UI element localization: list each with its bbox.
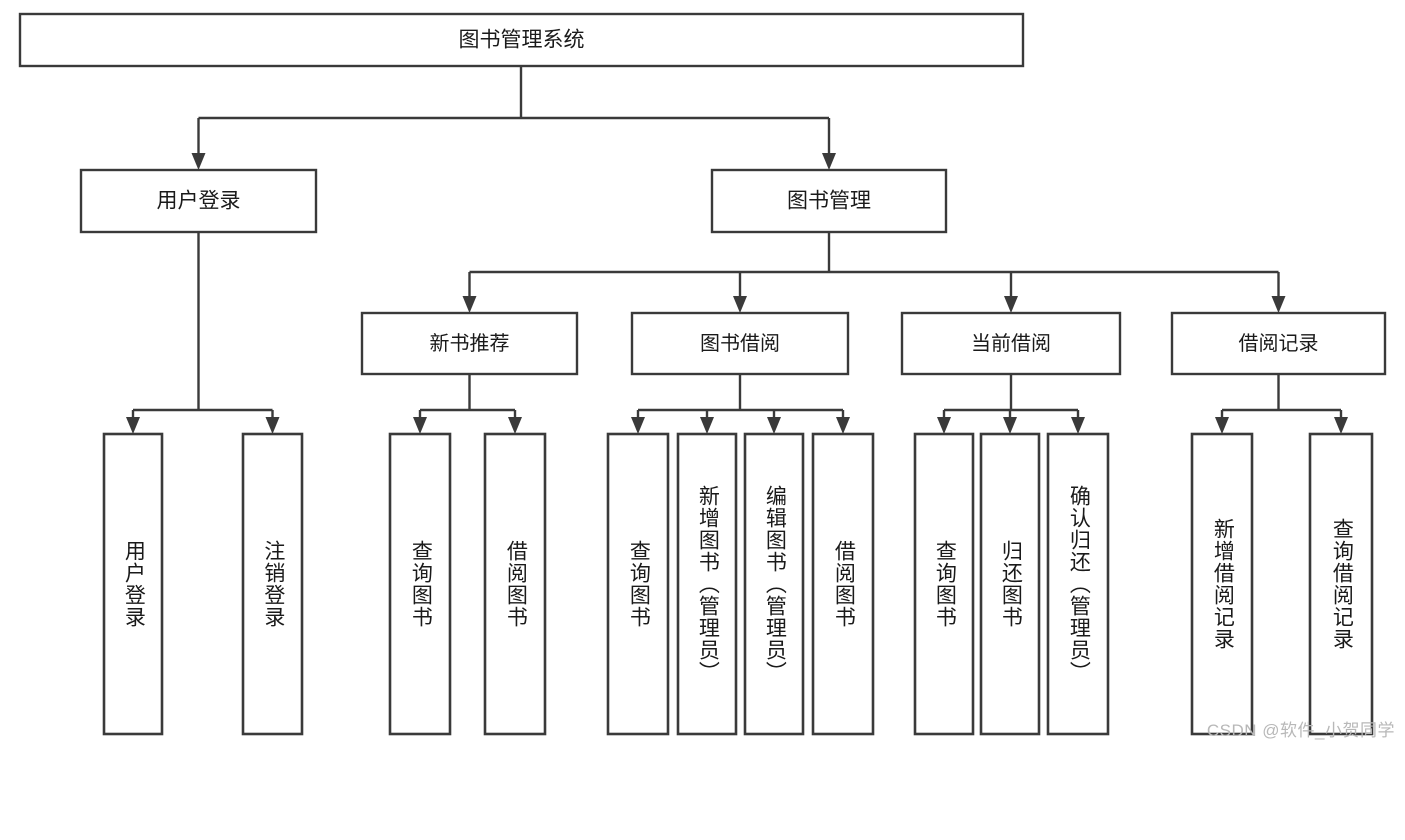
node-box[interactable] (979, 432, 1041, 736)
node-box[interactable] (743, 432, 805, 736)
leafgroup-0-arrow-1-arrowhead (265, 417, 280, 434)
edges-layer (126, 66, 1348, 434)
node-label: 新书推荐 (430, 332, 510, 355)
leafgroup-3-arrow-2-arrowhead (1071, 417, 1085, 434)
node-box[interactable] (388, 432, 452, 736)
node-label: 借阅记录 (1239, 332, 1319, 355)
leafgroup-2-arrow-3-arrowhead (836, 417, 850, 434)
leafgroup-2-arrow-0-arrowhead (631, 417, 645, 434)
node-box[interactable] (79, 168, 318, 234)
node-level2-1[interactable]: 图书管理 (710, 168, 948, 234)
node-label: 图书管理系统 (459, 29, 585, 52)
mgr-to-l3-0-arrowhead (462, 296, 477, 313)
node-level3-2[interactable]: 当前借阅 (900, 311, 1122, 376)
node-leaf-3[interactable] (483, 432, 547, 736)
node-box[interactable] (1046, 432, 1110, 736)
node-level2-0[interactable]: 用户登录 (79, 168, 318, 234)
mgr-to-l3-3-arrowhead (1271, 296, 1286, 313)
node-box[interactable] (1190, 432, 1254, 736)
node-box[interactable] (900, 311, 1122, 376)
node-box[interactable] (630, 311, 850, 376)
node-root[interactable]: 图书管理系统 (18, 12, 1025, 68)
leafgroup-1-arrow-1-arrowhead (508, 417, 522, 434)
node-box[interactable] (18, 12, 1025, 68)
mgr-to-l3-1-arrowhead (733, 296, 747, 313)
node-box[interactable] (241, 432, 304, 736)
node-leaf-5[interactable] (676, 432, 738, 736)
node-box[interactable] (360, 311, 579, 376)
node-level3-1[interactable]: 图书借阅 (630, 311, 850, 376)
node-box[interactable] (606, 432, 670, 736)
node-leaf-11[interactable] (1190, 432, 1254, 736)
node-box[interactable] (676, 432, 738, 736)
node-box[interactable] (710, 168, 948, 234)
node-leaf-0[interactable] (102, 432, 164, 736)
node-label: 当前借阅 (971, 332, 1051, 355)
leafgroup-2-arrow-2-arrowhead (767, 417, 781, 434)
node-box[interactable] (913, 432, 975, 736)
node-box[interactable] (1308, 432, 1374, 736)
leafgroup-1-arrow-0-arrowhead (413, 417, 427, 434)
node-leaf-8[interactable] (913, 432, 975, 736)
node-leaf-6[interactable] (743, 432, 805, 736)
node-box[interactable] (1170, 311, 1387, 376)
node-box[interactable] (102, 432, 164, 736)
node-leaf-10[interactable] (1046, 432, 1110, 736)
node-leaf-12[interactable] (1308, 432, 1374, 736)
node-leaf-4[interactable] (606, 432, 670, 736)
leafgroup-3-arrow-0-arrowhead (937, 417, 951, 434)
flowchart-diagram: 图书管理系统用户登录图书管理新书推荐图书借阅当前借阅借阅记录 用户登录注销登录查… (18, 12, 1395, 740)
watermark-text: CSDN @软件_小贺同学 (1206, 721, 1395, 740)
node-box[interactable] (811, 432, 875, 736)
root-to-l2-0-arrowhead (191, 153, 206, 170)
node-box[interactable] (483, 432, 547, 736)
root-to-l2-1-arrowhead (822, 153, 836, 170)
node-leaf-1[interactable] (241, 432, 304, 736)
node-leaf-9[interactable] (979, 432, 1041, 736)
leafgroup-2-arrow-1-arrowhead (700, 417, 714, 434)
node-label: 图书借阅 (700, 332, 780, 355)
node-leaf-2[interactable] (388, 432, 452, 736)
leafgroup-4-arrow-1-arrowhead (1334, 417, 1348, 434)
node-level3-0[interactable]: 新书推荐 (360, 311, 579, 376)
node-level3-3[interactable]: 借阅记录 (1170, 311, 1387, 376)
node-label: 用户登录 (157, 190, 241, 213)
mgr-to-l3-2-arrowhead (1004, 296, 1018, 313)
node-leaf-7[interactable] (811, 432, 875, 736)
leafgroup-3-arrow-1-arrowhead (1003, 417, 1017, 434)
leafgroup-0-arrow-0-arrowhead (126, 417, 140, 434)
node-label: 图书管理 (787, 190, 871, 213)
leafgroup-4-arrow-0-arrowhead (1215, 417, 1229, 434)
